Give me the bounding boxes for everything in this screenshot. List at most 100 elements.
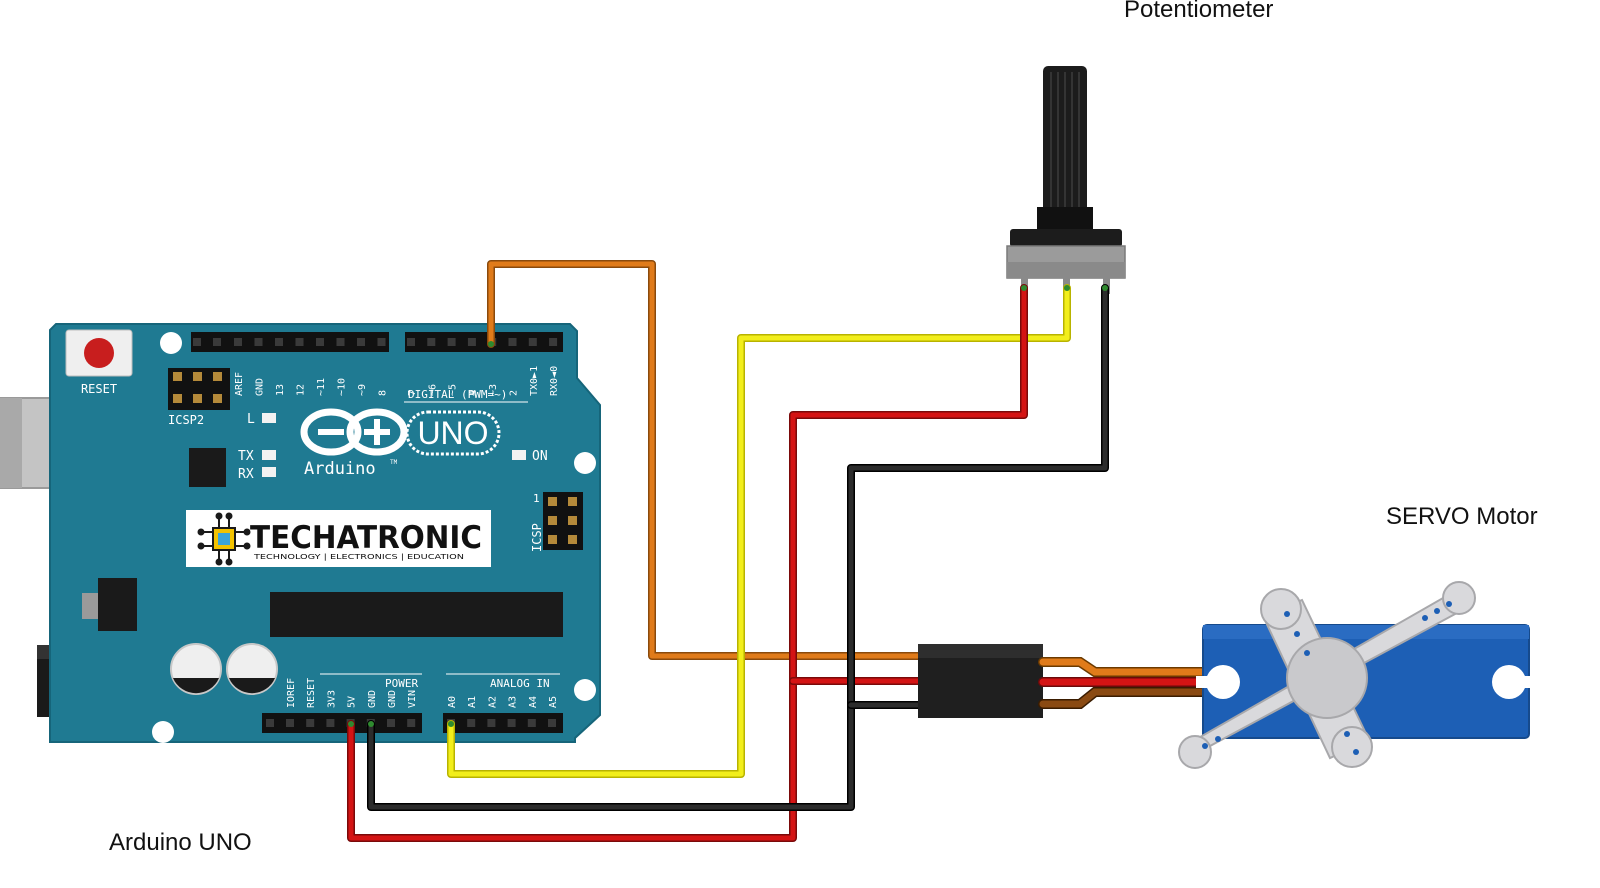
pin-label: A0 xyxy=(447,696,458,708)
led-l xyxy=(262,413,276,423)
icsp-pin1-label: 1 xyxy=(533,492,540,505)
pin-label: IOREF xyxy=(286,678,297,708)
header-pin-socket xyxy=(295,338,304,346)
header-pin-socket xyxy=(193,338,201,346)
power-header-label: POWER xyxy=(385,677,418,690)
pin-label: ~3 xyxy=(488,384,499,396)
servo-horn[interactable] xyxy=(1178,581,1476,769)
header-pin-socket xyxy=(234,338,242,346)
header-pin-socket xyxy=(528,338,537,346)
header-pin-socket xyxy=(407,338,415,346)
header-pin-socket xyxy=(326,719,335,727)
pin-label: A4 xyxy=(528,696,539,708)
chip-icon xyxy=(197,512,251,566)
wire-red-5v xyxy=(347,284,1028,842)
pin-label: ~6 xyxy=(427,384,438,396)
usb-controller-chip xyxy=(189,448,226,487)
header-pin-socket xyxy=(549,338,558,346)
header-pin-socket xyxy=(508,338,517,346)
brand-tm: TM xyxy=(390,459,398,466)
pin-label: ~5 xyxy=(448,384,459,396)
header-pin-socket xyxy=(286,719,294,727)
brand-text: Arduino xyxy=(304,459,376,479)
header-pin-socket xyxy=(266,719,274,727)
reset-label: RESET xyxy=(81,382,117,396)
arduino-label: Arduino UNO xyxy=(109,829,252,856)
header-pin-socket xyxy=(275,338,283,346)
reset-button[interactable] xyxy=(65,329,133,377)
pin-label: A3 xyxy=(508,696,519,708)
icsp-header xyxy=(543,492,583,550)
techatronic-logo: TECHATRONIC TECHNOLOGY | ELECTRONICS | E… xyxy=(186,510,491,567)
analog-pin-labels: A0 A1 A2 A3 A4 A5 xyxy=(447,696,559,708)
logo-tagline: TECHNOLOGY | ELECTRONICS | EDUCATION xyxy=(253,553,464,561)
model-text: UNO xyxy=(417,415,488,451)
potentiometer xyxy=(1006,66,1126,294)
led-rx xyxy=(262,467,276,477)
servo-motor xyxy=(918,581,1536,769)
servo-cable xyxy=(1038,657,1220,709)
pin-label: TX0►1 xyxy=(529,366,540,396)
pin-label: A2 xyxy=(487,696,498,708)
digital-header xyxy=(191,332,563,352)
pin-label: VIN xyxy=(407,690,418,708)
header-pin-socket xyxy=(377,338,386,346)
led-tx-label: TX xyxy=(238,449,254,464)
pin-label: 7 xyxy=(407,390,418,396)
pin-label: 12 xyxy=(296,384,307,396)
pin-label: ~11 xyxy=(316,378,327,396)
analog-header xyxy=(443,713,563,733)
pin-label: 13 xyxy=(275,384,286,396)
pin-label: GND xyxy=(255,378,266,396)
pin-label: ~9 xyxy=(357,384,368,396)
power-header xyxy=(262,713,422,733)
pin-label: GND xyxy=(367,690,378,708)
digital-pin-labels: AREF GND 13 12 ~11 ~10 ~9 8 7 ~6 ~5 4 ~3 2 TX0►1 RX0◄0 xyxy=(234,366,560,396)
pin-label: A1 xyxy=(467,696,478,708)
mounting-hole xyxy=(160,332,182,354)
header-pin-socket xyxy=(548,719,556,727)
led-l-label: L xyxy=(247,412,255,427)
header-pin-socket xyxy=(316,338,324,346)
header-pin-socket xyxy=(507,719,516,727)
header-pin-socket xyxy=(254,338,263,346)
pin-label: 4 xyxy=(468,390,479,396)
header-pin-socket xyxy=(407,719,416,727)
uno-badge xyxy=(405,410,501,456)
header-pin-socket xyxy=(527,719,536,727)
microcontroller-chip xyxy=(270,592,563,637)
mounting-hole xyxy=(574,679,596,701)
servo-label: SERVO Motor xyxy=(1386,503,1538,530)
pin-label: ~10 xyxy=(337,378,348,396)
led-rx-label: RX xyxy=(238,467,254,482)
capacitor xyxy=(170,643,222,695)
pin-label: RX0◄0 xyxy=(549,366,560,396)
pin-label: A5 xyxy=(548,696,559,708)
digital-header-label: DIGITAL (PWM=~) xyxy=(408,388,507,401)
mounting-hole xyxy=(152,721,174,743)
potentiometer-label: Potentiometer xyxy=(1124,0,1274,23)
header-pin-socket xyxy=(336,338,345,346)
pin-label: RESET xyxy=(306,678,317,708)
mounting-hole xyxy=(574,452,596,474)
header-pin-socket xyxy=(357,338,365,346)
arduino-infinity-logo xyxy=(300,408,408,456)
pin-label: 3V3 xyxy=(326,690,337,708)
pin-label: GND xyxy=(387,690,398,708)
pin-label: 2 xyxy=(509,390,520,396)
wire-black-gnd xyxy=(367,284,1109,811)
pin-label: 8 xyxy=(378,390,389,396)
pin-label: AREF xyxy=(234,372,245,396)
header-pin-socket xyxy=(487,719,496,727)
header-pin-socket xyxy=(213,338,221,346)
header-pin-socket xyxy=(387,719,395,727)
header-pin-socket xyxy=(427,338,436,346)
header-pin-socket xyxy=(467,719,476,727)
logo-name: TECHATRONIC xyxy=(250,520,482,556)
header-pin-socket xyxy=(467,338,476,346)
led-on-label: ON xyxy=(532,449,548,464)
icsp2-header xyxy=(168,368,230,410)
